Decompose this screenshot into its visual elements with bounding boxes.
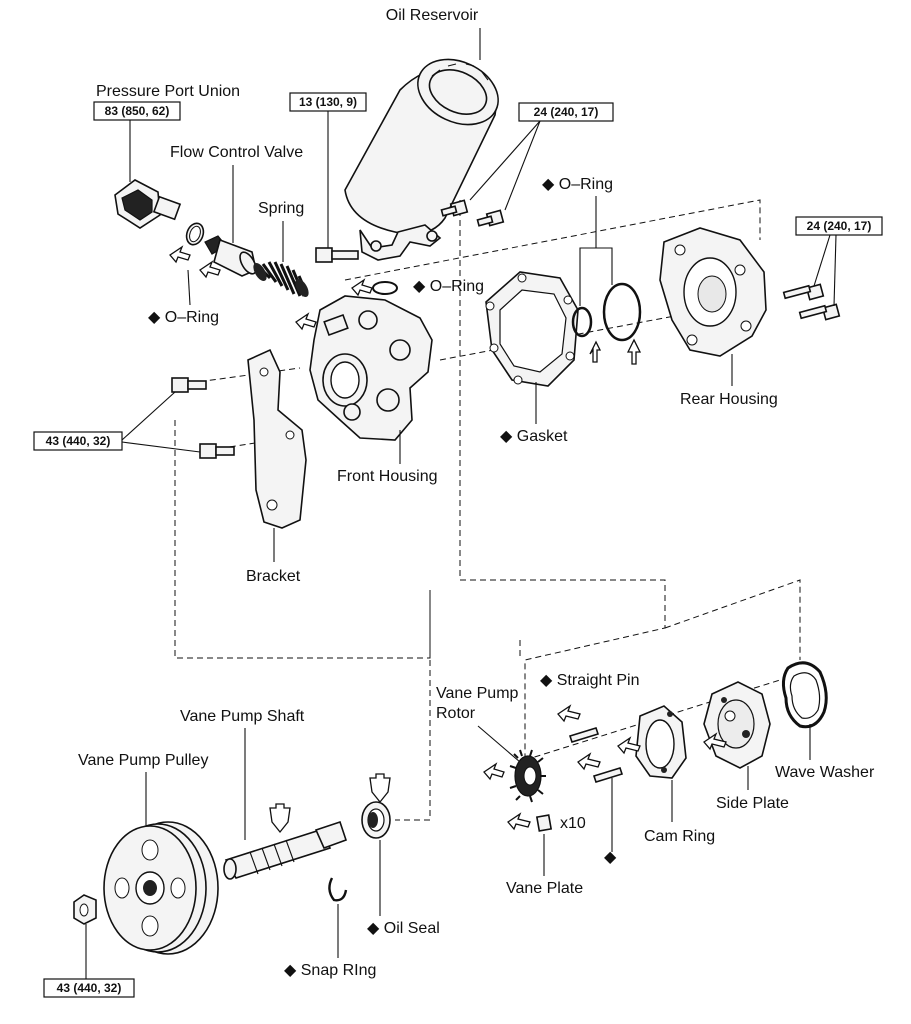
side-plate	[703, 681, 771, 769]
o-ring-mid-text: O–Ring	[430, 278, 484, 295]
reservoir-bolts-right	[440, 199, 505, 227]
snap-ring	[328, 877, 348, 902]
oil-seal	[361, 801, 391, 839]
rear-housing-label: Rear Housing	[680, 391, 778, 408]
pulley-nut	[73, 894, 97, 925]
o-ring-left-text: O–Ring	[165, 309, 219, 326]
diamond-bullet: ◆	[148, 309, 165, 326]
vane-pump-rotor	[509, 749, 546, 803]
arrow-cam-ring	[617, 736, 641, 755]
gasket-text: Gasket	[517, 428, 568, 445]
arrow-o-ring-left	[169, 245, 191, 264]
rear-housing-bolts	[782, 283, 841, 321]
torque-bracket: 43 (440, 32)	[46, 434, 111, 448]
arrow-vane-plate	[507, 812, 531, 831]
wave-washer-label: Wave Washer	[775, 764, 875, 781]
vane-pump-shaft-label: Vane Pump Shaft	[180, 708, 305, 725]
vane-plate-label: Vane Plate	[506, 880, 583, 897]
vane-pump-pulley	[103, 821, 219, 955]
o-ring-mid-label: ◆ O–Ring	[413, 278, 484, 295]
arrow-straight-pin-1	[557, 704, 581, 723]
diamond-bullet: ◆	[413, 278, 430, 295]
rear-housing	[659, 227, 767, 357]
wave-washer	[781, 661, 828, 729]
torque-box-reservoir-bolt: 13 (130, 9)	[289, 92, 367, 248]
o-ring-right-text: O–Ring	[559, 176, 613, 193]
oil-seal-text: Oil Seal	[384, 920, 440, 937]
vane-pump-pulley-label: Vane Pump Pulley	[78, 752, 208, 769]
arrow-o-ring-large	[626, 338, 642, 365]
straight-pin-text: Straight Pin	[557, 672, 640, 689]
pressure-port-union-label: Pressure Port Union	[96, 83, 240, 100]
side-plate-label: Side Plate	[716, 795, 789, 812]
vane-pump-rotor-leader	[477, 725, 521, 763]
o-ring-right-small	[571, 306, 593, 338]
vane-pump-rotor-label-1: Vane Pump	[436, 685, 519, 702]
o-ring-mid	[372, 281, 398, 295]
arrow-vane-pump-rotor	[483, 762, 505, 781]
front-housing	[309, 295, 433, 441]
oil-reservoir	[344, 58, 499, 261]
o-ring-right-leader	[579, 196, 613, 306]
o-ring-right-large	[602, 282, 642, 342]
diamond-bullet: ◆	[500, 428, 517, 445]
cam-ring-label: Cam Ring	[644, 828, 715, 845]
snap-ring-label: ◆ Snap RIng	[284, 962, 376, 979]
reservoir-bolt-left	[315, 247, 359, 263]
torque-box-pressure-port: 83 (850, 62)	[93, 101, 181, 182]
vane-plate	[535, 814, 553, 832]
vane-count-label: x10	[560, 815, 586, 832]
arrow-o-ring-small	[589, 340, 602, 363]
straight-pin-label: ◆ Straight Pin	[540, 672, 639, 689]
torque-pressure-port: 83 (850, 62)	[105, 104, 170, 118]
arrow-oil-seal	[369, 773, 391, 804]
arrow-o-ring-mid	[351, 278, 373, 297]
bracket	[247, 348, 307, 529]
bracket-bolts	[171, 377, 235, 459]
diamond-bullet: ◆	[367, 920, 384, 937]
straight-pins	[568, 727, 624, 783]
front-housing-label: Front Housing	[337, 468, 438, 485]
diamond-bullet: ◆	[284, 962, 301, 979]
flow-control-valve-label: Flow Control Valve	[170, 144, 303, 161]
o-ring-left-leader	[187, 269, 191, 306]
torque-pulley-nut: 43 (440, 32)	[57, 981, 122, 995]
gasket-label: ◆ Gasket	[500, 428, 568, 445]
oil-reservoir-label: Oil Reservoir	[386, 7, 479, 24]
spring-label: Spring	[258, 200, 304, 217]
o-ring-left-label: ◆ O–Ring	[148, 309, 219, 326]
arrow-straight-pin-2	[577, 752, 601, 771]
arrow-side-plate	[703, 732, 727, 751]
spring	[253, 261, 309, 298]
torque-rear-housing: 24 (240, 17)	[807, 219, 872, 233]
torque-reservoir-bolts-right: 24 (240, 17)	[534, 105, 599, 119]
gasket	[485, 271, 579, 387]
oil-seal-label: ◆ Oil Seal	[367, 920, 440, 937]
bracket-label: Bracket	[246, 568, 301, 585]
o-ring-left	[185, 222, 205, 246]
torque-reservoir-bolt: 13 (130, 9)	[299, 95, 357, 109]
arrow-front-housing	[295, 312, 317, 331]
arrow-vane-pump-shaft	[269, 803, 291, 834]
pressure-port-union	[114, 179, 182, 229]
arrow-flow-control-valve	[199, 260, 221, 279]
diamond-bullet: ◆	[540, 672, 557, 689]
diamond-bullet: ◆	[542, 176, 559, 193]
o-ring-right-label: ◆ O–Ring	[542, 176, 613, 193]
cam-ring	[635, 705, 687, 779]
snap-ring-text: Snap RIng	[301, 962, 377, 979]
vane-pump-rotor-label-2: Rotor	[436, 705, 476, 722]
vane-pump-shaft	[223, 820, 348, 880]
torque-box-pulley-nut: 43 (440, 32)	[43, 924, 135, 998]
straight-pin-bullet: ◆	[604, 849, 617, 866]
torque-box-bracket: 43 (440, 32)	[33, 391, 201, 453]
flow-control-valve	[204, 235, 257, 277]
torque-box-rear-housing: 24 (240, 17)	[795, 216, 883, 307]
torque-box-reservoir-bolts-right: 24 (240, 17)	[469, 102, 614, 211]
